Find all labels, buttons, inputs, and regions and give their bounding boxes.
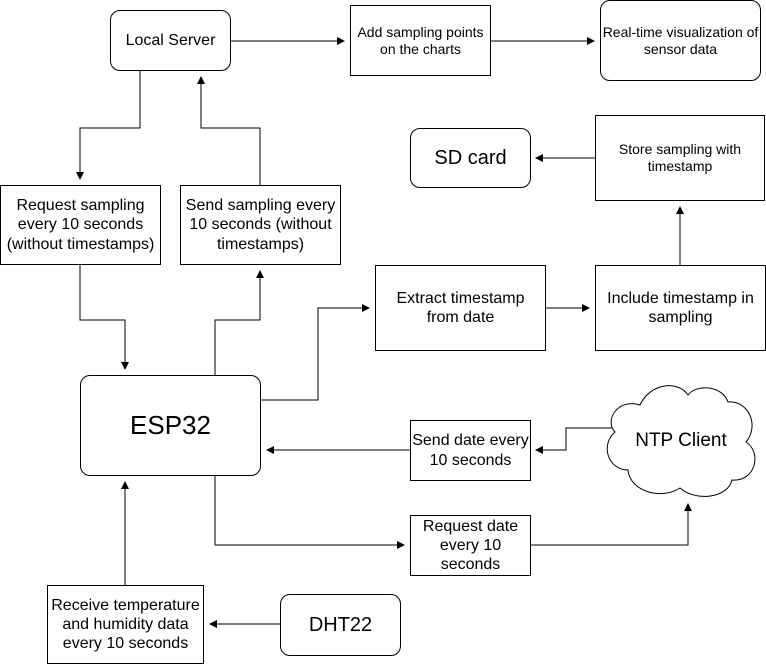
- request-date-node: Request date every 10 seconds: [410, 515, 531, 576]
- edge-esp32-to-request-date: [214, 476, 405, 549]
- local-server-node: Local Server: [110, 10, 231, 71]
- add-sampling-points-node: Add sampling points on the charts: [350, 5, 491, 76]
- send-date-label: Send date every 10 seconds: [412, 432, 529, 469]
- dht22-label: DHT22: [308, 614, 373, 636]
- receive-data-label: Receive temperature and humidity data ev…: [51, 596, 200, 653]
- realtime-visualization-node: Real-time visualization of sensor data: [600, 0, 761, 81]
- extract-timestamp-node: Extract timestamp from date: [375, 265, 546, 351]
- add-sampling-points-label: Add sampling points on the charts: [357, 23, 484, 57]
- send-date-node: Send date every 10 seconds: [410, 420, 531, 481]
- store-sampling-node: Store sampling with timestamp: [595, 115, 765, 201]
- edge-esp32-to-send-sampling: [214, 270, 264, 375]
- sd-card-label: SD card: [434, 147, 507, 169]
- edge-request-sampling-to-esp32: [79, 265, 129, 370]
- request-sampling-label: Request sampling every 10 seconds (witho…: [6, 197, 155, 253]
- edge-server-to-request-sampling: [76, 71, 141, 180]
- extract-timestamp-label: Extract timestamp from date: [396, 289, 525, 326]
- request-date-label: Request date every 10 seconds: [422, 517, 519, 574]
- include-timestamp-node: Include timestamp in sampling: [595, 265, 766, 351]
- ntp-cloud-shape: [606, 385, 756, 497]
- edge-request-date-to-ntp: [530, 503, 692, 546]
- realtime-visualization-label: Real-time visualization of sensor data: [602, 23, 759, 57]
- ntp-client-node: NTP Client: [612, 410, 750, 472]
- local-server-label: Local Server: [125, 31, 216, 49]
- store-sampling-label: Store sampling with timestamp: [618, 141, 742, 174]
- receive-data-node: Receive temperature and humidity data ev…: [47, 585, 204, 664]
- esp32-node: ESP32: [80, 375, 261, 476]
- esp32-label: ESP32: [130, 409, 211, 440]
- send-sampling-label: Send sampling every 10 seconds (without …: [185, 197, 336, 253]
- request-sampling-node: Request sampling every 10 seconds (witho…: [0, 185, 161, 265]
- edge-esp32-to-extract-timestamp: [261, 304, 370, 401]
- edge-ntp-to-send-date: [535, 427, 612, 454]
- sd-card-node: SD card: [410, 128, 531, 188]
- edge-send-sampling-to-server: [197, 76, 261, 185]
- ntp-client-label: NTP Client: [635, 430, 727, 451]
- dht22-node: DHT22: [280, 594, 401, 656]
- send-sampling-node: Send sampling every 10 seconds (without …: [180, 185, 341, 265]
- include-timestamp-label: Include timestamp in sampling: [607, 289, 754, 326]
